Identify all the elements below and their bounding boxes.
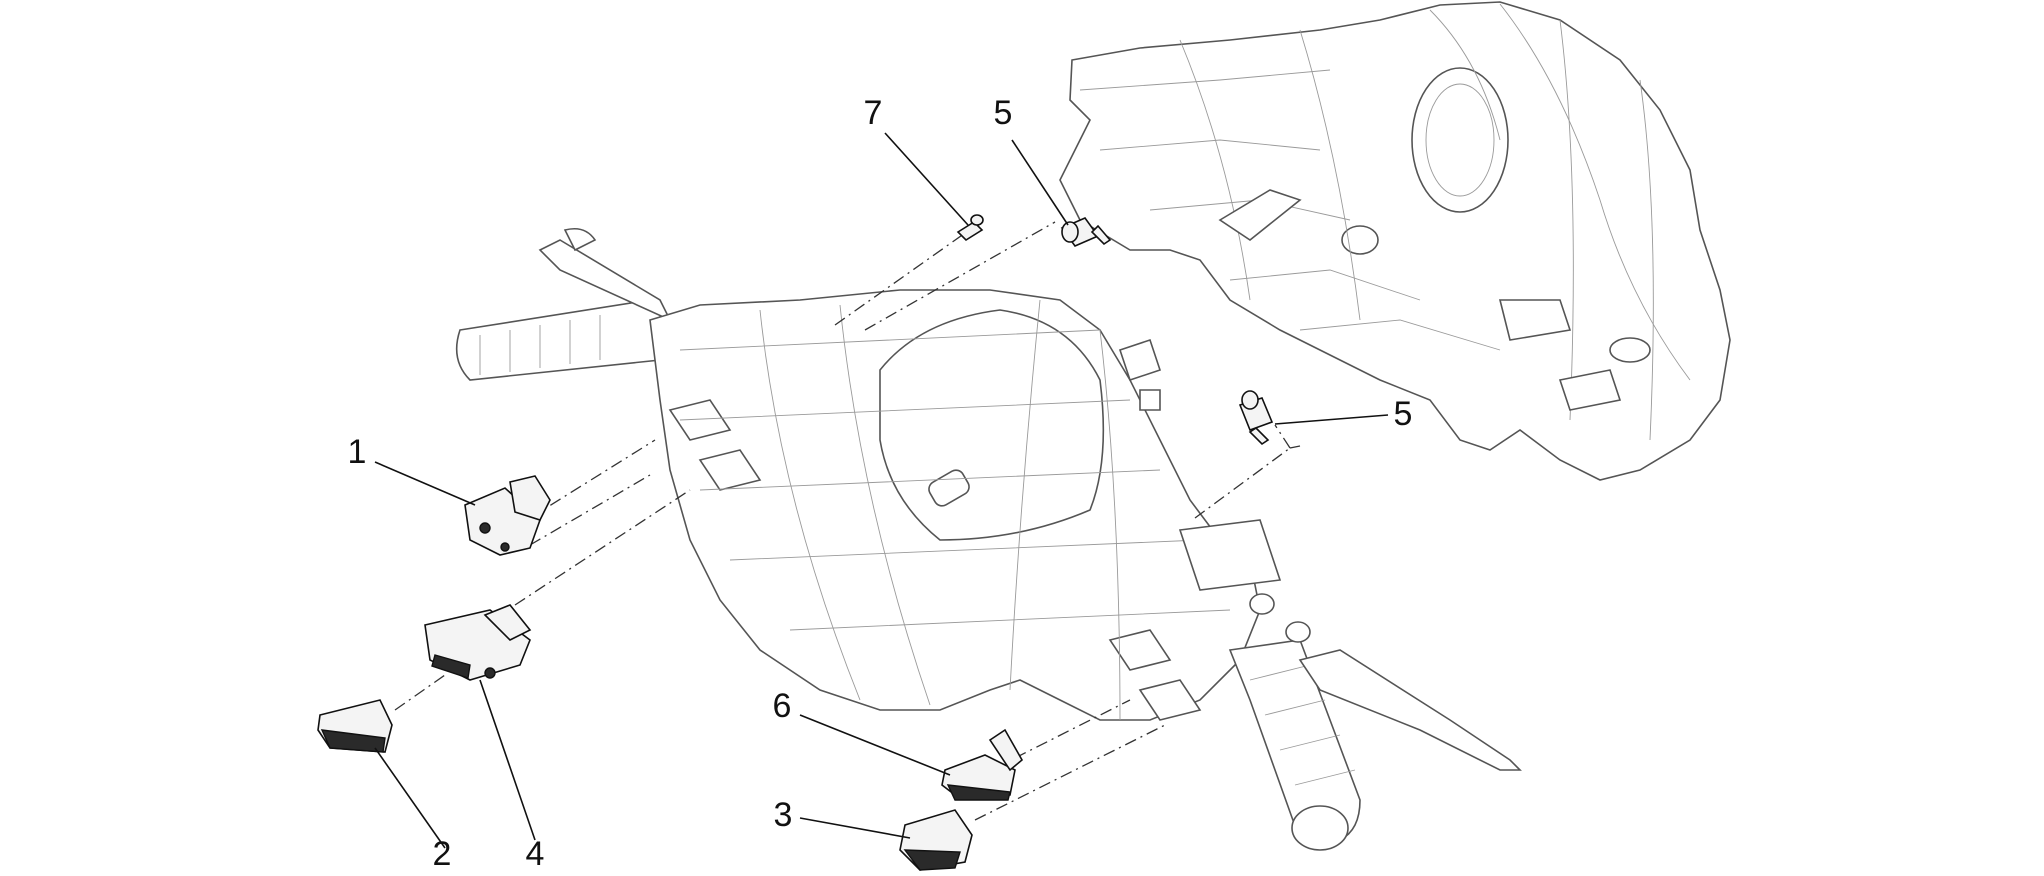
callout-5-lower: 5 (1394, 395, 1413, 433)
part-5-upper-bulb (1060, 217, 1112, 247)
callout-3: 3 (774, 796, 793, 834)
callout-2: 2 (433, 835, 452, 873)
part-1-switch (464, 475, 551, 556)
callout-labels: 1 2 3 4 5 5 6 7 (348, 94, 1413, 873)
callout-6: 6 (773, 687, 792, 725)
part-2-horn-button (317, 699, 393, 753)
part-3-button (899, 809, 973, 871)
part-7-screw (956, 214, 984, 242)
handlebar-rear-cover (1059, 1, 1731, 481)
leader-lines (374, 132, 1389, 849)
callout-4: 4 (526, 835, 545, 873)
part-4-switch-housing (424, 604, 532, 681)
callout-5-upper: 5 (994, 94, 1013, 132)
handlebar-body (455, 227, 1522, 851)
callout-7: 7 (864, 94, 883, 132)
part-5-lower-bulb (1238, 390, 1274, 446)
callout-1: 1 (348, 433, 367, 471)
part-6-switch (941, 728, 1024, 801)
assembly-lines (394, 221, 1301, 821)
